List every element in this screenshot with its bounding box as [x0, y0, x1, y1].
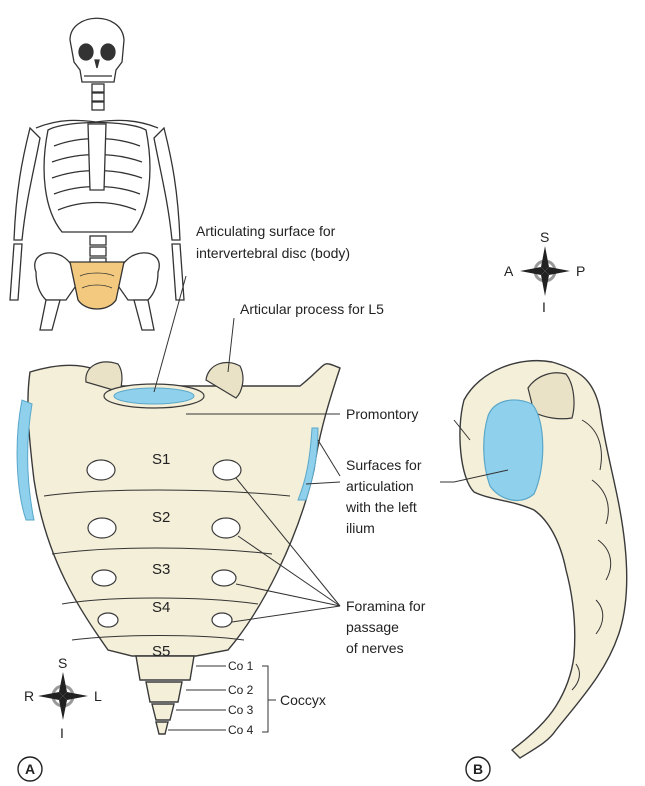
- compass-a-top: S: [58, 655, 67, 671]
- label-surfaces-1: Surfaces for: [346, 457, 422, 473]
- label-co3: Co 3: [228, 703, 254, 717]
- compass-b-bottom: I: [542, 299, 546, 315]
- compass-a-left: R: [24, 688, 34, 704]
- panel-b-letter: B: [473, 761, 483, 777]
- label-surfaces-3: with the left: [345, 499, 417, 515]
- compass-a-right: L: [94, 688, 102, 704]
- label-articulating-surface-2: intervertebral disc (body): [196, 245, 350, 261]
- compass-rose-b: [520, 246, 570, 296]
- label-articulating-surface-1: Articulating surface for: [196, 223, 336, 239]
- panel-marker-a: A: [18, 757, 42, 781]
- label-co2: Co 2: [228, 683, 254, 697]
- skeleton-thumbnail: [10, 18, 184, 330]
- segment-s5: S5: [152, 643, 170, 660]
- label-foramina-3: of nerves: [346, 640, 404, 656]
- segment-s1: S1: [152, 451, 170, 468]
- compass-b-left: A: [504, 263, 514, 279]
- label-articular-process: Articular process for L5: [240, 301, 384, 317]
- sacrum-lateral-view: [460, 361, 627, 758]
- label-surfaces-4: ilium: [346, 520, 375, 536]
- label-promontory: Promontory: [346, 406, 418, 422]
- label-co4: Co 4: [228, 723, 254, 737]
- segment-s2: S2: [152, 509, 170, 526]
- label-coccyx: Coccyx: [280, 692, 326, 708]
- segment-s3: S3: [152, 561, 170, 578]
- compass-a-bottom: I: [60, 725, 64, 741]
- compass-b-right: P: [576, 263, 585, 279]
- label-surfaces-2: articulation: [346, 478, 414, 494]
- label-foramina-2: passage: [346, 619, 399, 635]
- label-co1: Co 1: [228, 659, 254, 673]
- compass-rose-a: [38, 672, 88, 720]
- label-foramina-1: Foramina for: [346, 598, 426, 614]
- sacrum-anterior-view: [17, 362, 340, 734]
- panel-marker-b: B: [466, 757, 490, 781]
- compass-b-top: S: [540, 229, 549, 245]
- panel-a-letter: A: [25, 761, 35, 777]
- segment-s4: S4: [152, 599, 170, 616]
